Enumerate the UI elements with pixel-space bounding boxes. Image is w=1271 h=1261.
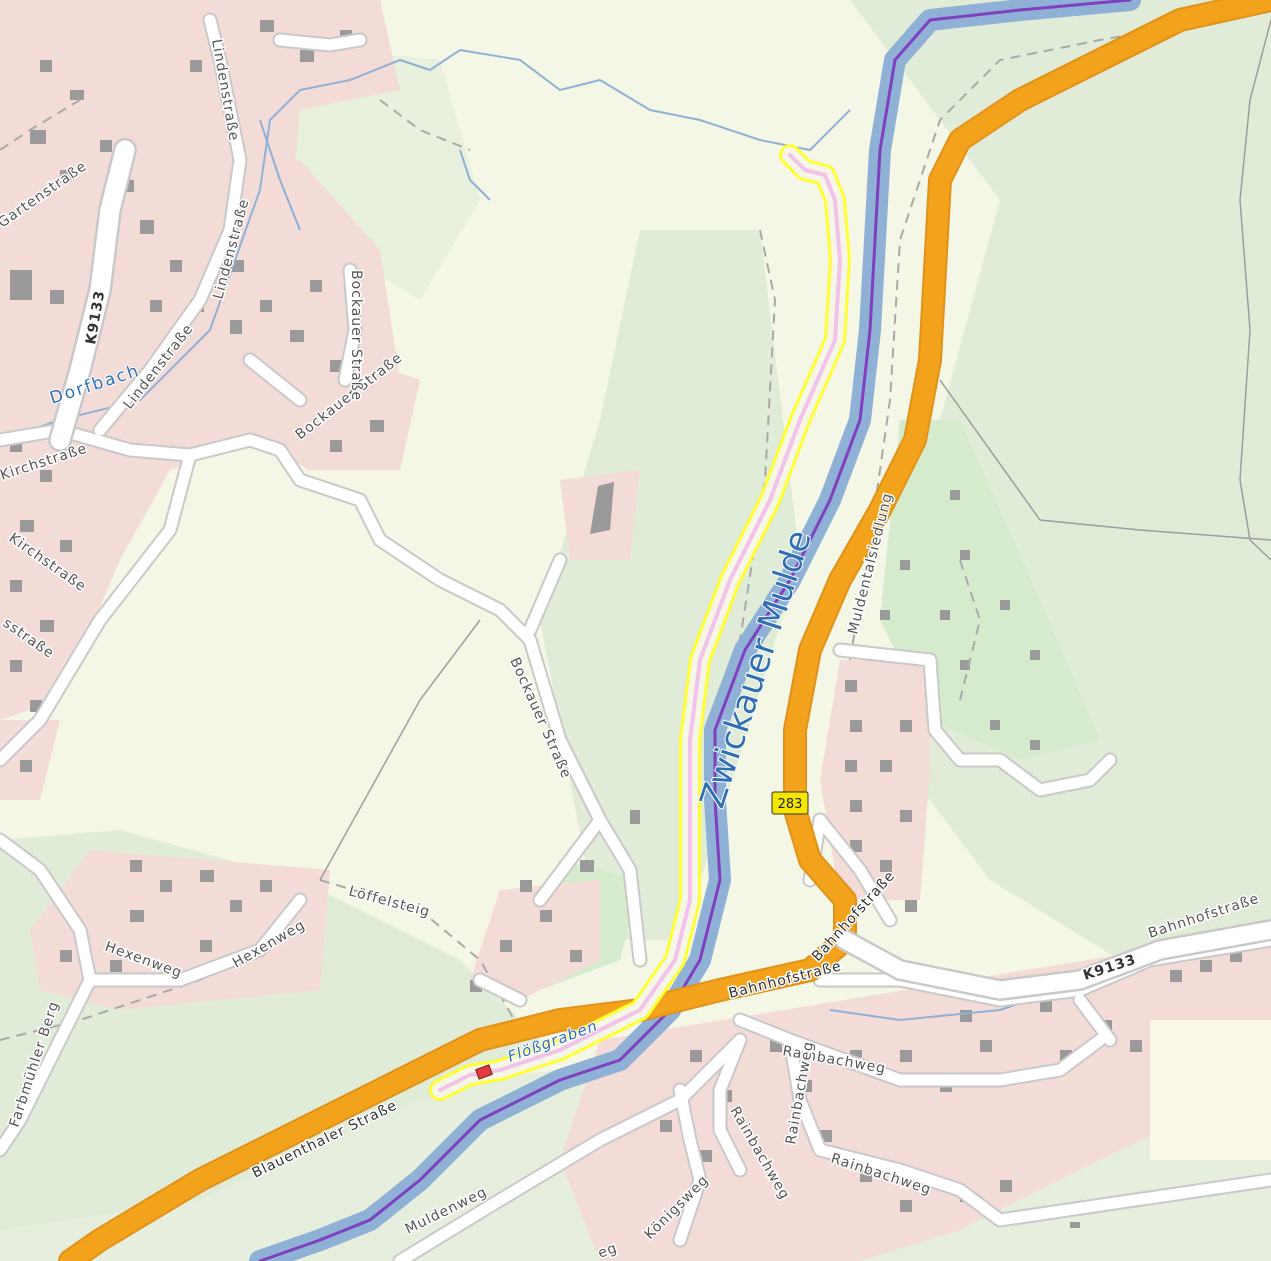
minor-roads-fill: [0, 14, 1271, 1261]
river-zwickauer-mulde: [249, 0, 1141, 1261]
boundary-lines: [319, 19, 1271, 881]
k9133-road-east: [834, 919, 1271, 1002]
highlight-marker[interactable]: [475, 1064, 493, 1080]
highlighted-ditch-route: [429, 144, 851, 1101]
k9133-road-west: [48, 138, 137, 452]
open-field: [1150, 1020, 1271, 1160]
label-bockauer-strasse-2: Bockauer Straße: [348, 270, 364, 401]
route-283-label: 283: [778, 797, 803, 812]
route-283-shield: 283: [771, 791, 809, 815]
label-partial-weg: eg: [596, 1240, 620, 1261]
